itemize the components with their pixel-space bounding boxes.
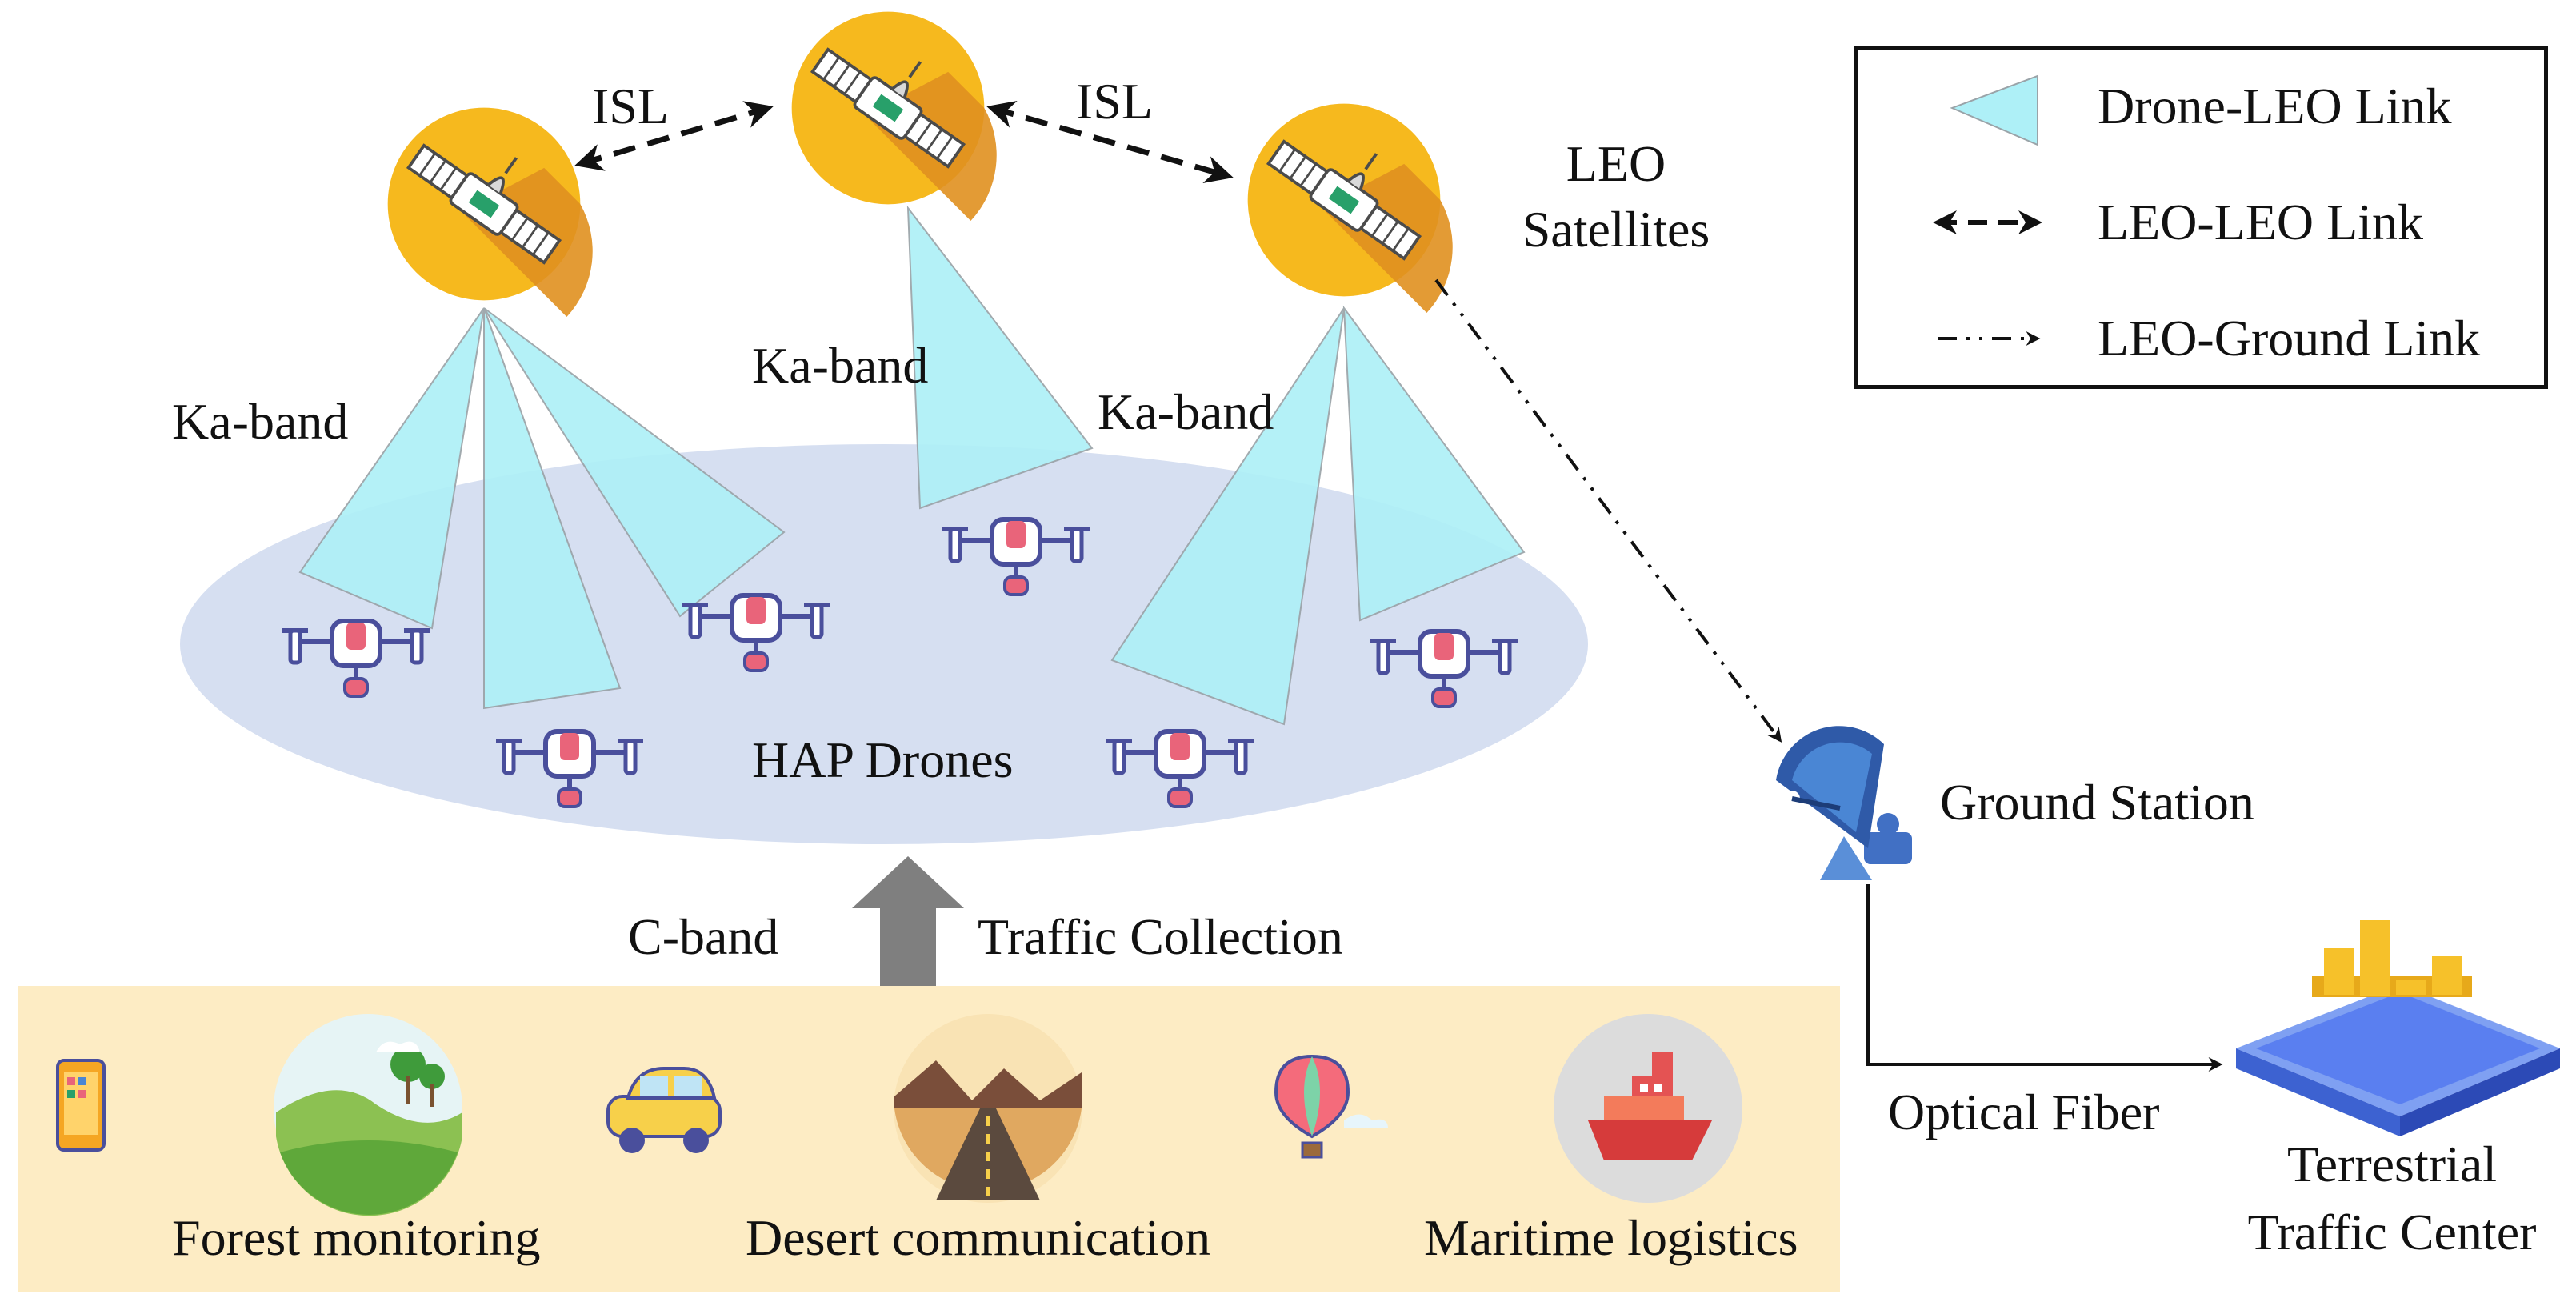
leo-label-line2: Satellites bbox=[1522, 201, 1710, 258]
beam bbox=[1342, 305, 1526, 622]
uplink-arrow bbox=[852, 856, 964, 986]
forest-icon bbox=[274, 1014, 462, 1216]
isl-label-right: ISL bbox=[1076, 73, 1153, 130]
phone-icon bbox=[56, 1059, 106, 1152]
beam bbox=[906, 205, 1094, 510]
ka-band-label-left: Ka-band bbox=[172, 393, 349, 450]
beam bbox=[483, 307, 622, 710]
legend-item-leo-leo: LEO-LEO Link bbox=[1858, 174, 2544, 270]
optical-fiber-label: Optical Fiber bbox=[1888, 1084, 2160, 1140]
dash-dot-arrow-icon bbox=[1938, 331, 2041, 346]
legend-label-drone-leo: Drone-LEO Link bbox=[2098, 78, 2452, 134]
traffic-collection-label: Traffic Collection bbox=[978, 908, 1343, 965]
ground-station-label: Ground Station bbox=[1940, 774, 2254, 831]
desert-icon bbox=[894, 1014, 1082, 1203]
ship-icon bbox=[1554, 1014, 1742, 1203]
traffic-center-label-line1: Terrestrial bbox=[2286, 1136, 2498, 1192]
car-icon bbox=[606, 1067, 722, 1153]
c-band-label: C-band bbox=[628, 908, 779, 965]
hap-drones-label: HAP Drones bbox=[752, 731, 1014, 788]
traffic-center-label-line2: Traffic Center bbox=[2247, 1204, 2537, 1260]
ground-station-icon bbox=[1776, 726, 1912, 880]
ka-band-label-mid: Ka-band bbox=[752, 337, 929, 394]
dashed-double-arrow-icon bbox=[1933, 210, 2042, 234]
legend-item-drone-leo: Drone-LEO Link bbox=[1858, 58, 2544, 154]
beam bbox=[483, 307, 786, 618]
balloon-icon bbox=[1274, 1054, 1388, 1159]
leo-ground-link bbox=[1434, 278, 1782, 743]
beam bbox=[1110, 307, 1345, 726]
legend-label-leo-leo: LEO-LEO Link bbox=[2098, 194, 2423, 250]
isl-link-right bbox=[986, 100, 1234, 184]
isl-label-left: ISL bbox=[592, 78, 669, 134]
legend-label-leo-ground: LEO-Ground Link bbox=[2098, 310, 2481, 367]
optical-fiber-link bbox=[1866, 884, 2223, 1072]
legend: Drone-LEO Link LEO-LEO Link LEO-Ground L… bbox=[1854, 46, 2548, 389]
scenario-label-desert: Desert communication bbox=[746, 1209, 1211, 1266]
scenario-label-forest: Forest monitoring bbox=[172, 1209, 541, 1266]
leo-label-line1: LEO bbox=[1566, 135, 1666, 192]
drone-leo-beams bbox=[298, 205, 1526, 726]
scenario-label-maritime: Maritime logistics bbox=[1424, 1209, 1798, 1266]
traffic-center-icon bbox=[2236, 920, 2560, 1136]
beam-swatch-icon bbox=[1950, 74, 2038, 146]
beam bbox=[298, 307, 485, 630]
ka-band-label-right: Ka-band bbox=[1098, 383, 1274, 440]
legend-item-leo-ground: LEO-Ground Link bbox=[1858, 290, 2544, 387]
